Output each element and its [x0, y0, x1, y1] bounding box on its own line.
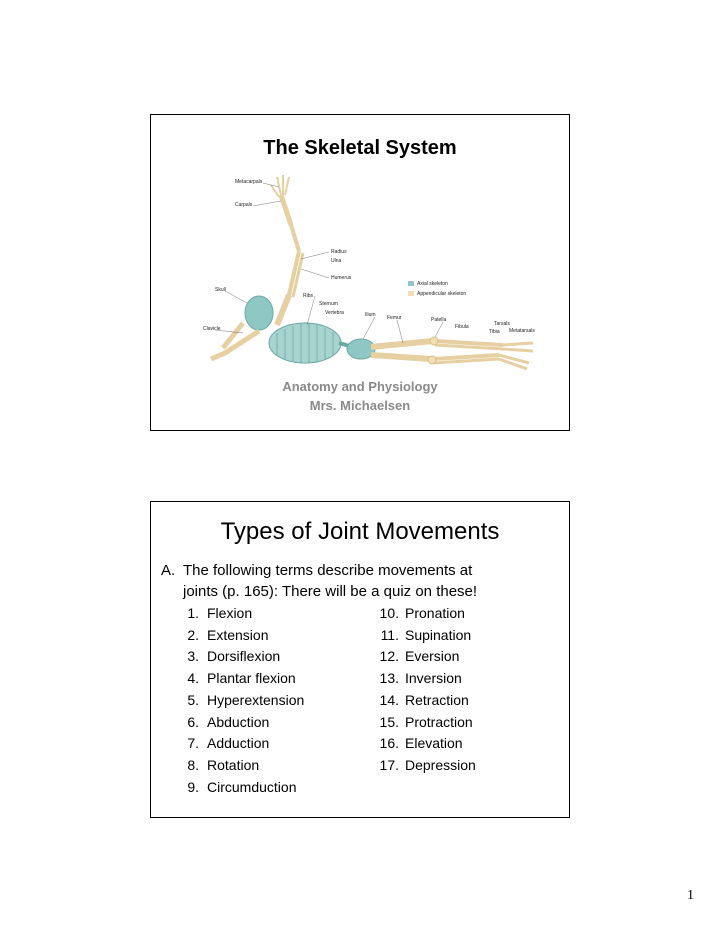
hand-bones — [270, 175, 290, 198]
raised-arm — [274, 194, 305, 327]
legend-axial-swatch — [408, 281, 414, 286]
list-item: 1.Flexion — [187, 605, 253, 621]
feet — [498, 341, 534, 371]
teacher-name: Mrs. Michaelsen — [309, 398, 411, 413]
list-item: 9.Circumduction — [187, 778, 297, 795]
label-femur: Femur — [387, 315, 402, 321]
slide-joint-movements: Types of Joint Movements A. The following… — [150, 501, 570, 818]
legend-axial: Axial skeleton — [417, 281, 448, 287]
slide-title: The Skeletal System — [263, 137, 457, 159]
label-tibia: Tibia — [489, 329, 500, 335]
label-ilium: Ilium — [365, 312, 376, 318]
course-name: Anatomy and Physiology — [282, 379, 438, 394]
ribcage — [268, 322, 342, 364]
list-item: 17.Depression — [379, 756, 476, 773]
list-item: 12.Eversion — [379, 648, 460, 665]
patella — [429, 336, 439, 346]
support-arm — [210, 321, 261, 362]
list-item: 5.Hyperextension — [187, 691, 305, 708]
label-leaders — [214, 182, 444, 344]
legs — [370, 338, 504, 365]
ribs — [276, 324, 334, 363]
intro-text: A. The following terms describe movements… — [161, 560, 561, 602]
list-item: 11.Supination — [380, 626, 472, 643]
list-item: 8.Rotation — [187, 756, 260, 773]
label-tarsals: Tarsals — [494, 321, 510, 327]
intro-line-1: The following terms describe movements a… — [183, 562, 473, 579]
pelvis — [346, 338, 376, 360]
skull — [244, 295, 274, 331]
legend-appendicular: Appendicular skeleton — [417, 291, 466, 297]
list-item: 7.Adduction — [187, 735, 270, 752]
list-item: 2.Extension — [187, 626, 269, 643]
intro-marker: A. — [161, 562, 176, 579]
label-patella: Patella — [431, 317, 447, 323]
label-ribs: Ribs — [303, 293, 314, 299]
movement-list-right: 10.Pronation 11.Supination 12.Eversion 1… — [369, 603, 476, 777]
list-item: 4.Plantar flexion — [187, 670, 296, 687]
movement-list-left: 1.Flexion 2.Extension 3.Dorsiflexion 4.P… — [173, 603, 304, 798]
legend-appendicular-swatch — [408, 291, 414, 296]
label-radius: Radius — [331, 249, 347, 255]
slide-skeletal-system: The Skeletal System — [150, 114, 570, 431]
label-clavicle: Clavicle — [203, 326, 221, 332]
label-humerus: Humerus — [331, 275, 352, 281]
label-skull: Skull — [215, 287, 226, 293]
label-fibula: Fibula — [455, 324, 469, 330]
list-item: 15.Protraction — [379, 713, 473, 730]
label-vertebra: Vertebra — [325, 310, 344, 316]
label-metatarsals: Metatarsals — [509, 328, 535, 334]
list-item: 6.Abduction — [187, 713, 270, 730]
skeleton-illustration: Axial skeleton Appendicular skeleton Met… — [203, 175, 535, 371]
slide-title: Types of Joint Movements — [220, 518, 500, 545]
patella-2 — [427, 355, 437, 365]
list-item: 10.Pronation — [379, 605, 465, 621]
label-metacarpals: Metacarpals — [235, 179, 263, 185]
page-number: 1 — [687, 888, 694, 903]
label-sternum: Sternum — [319, 301, 338, 307]
intro-line-2: joints (p. 165): There will be a quiz on… — [183, 583, 478, 600]
list-item: 3.Dorsiflexion — [187, 648, 281, 665]
label-ulna: Ulna — [331, 258, 342, 264]
list-item: 14.Retraction — [379, 691, 469, 708]
label-carpals: Carpals — [235, 202, 253, 208]
list-item: 16.Elevation — [379, 735, 463, 752]
slide-subtitle: Anatomy and Physiology Mrs. Michaelsen — [151, 377, 569, 415]
list-item: 13.Inversion — [379, 670, 462, 687]
